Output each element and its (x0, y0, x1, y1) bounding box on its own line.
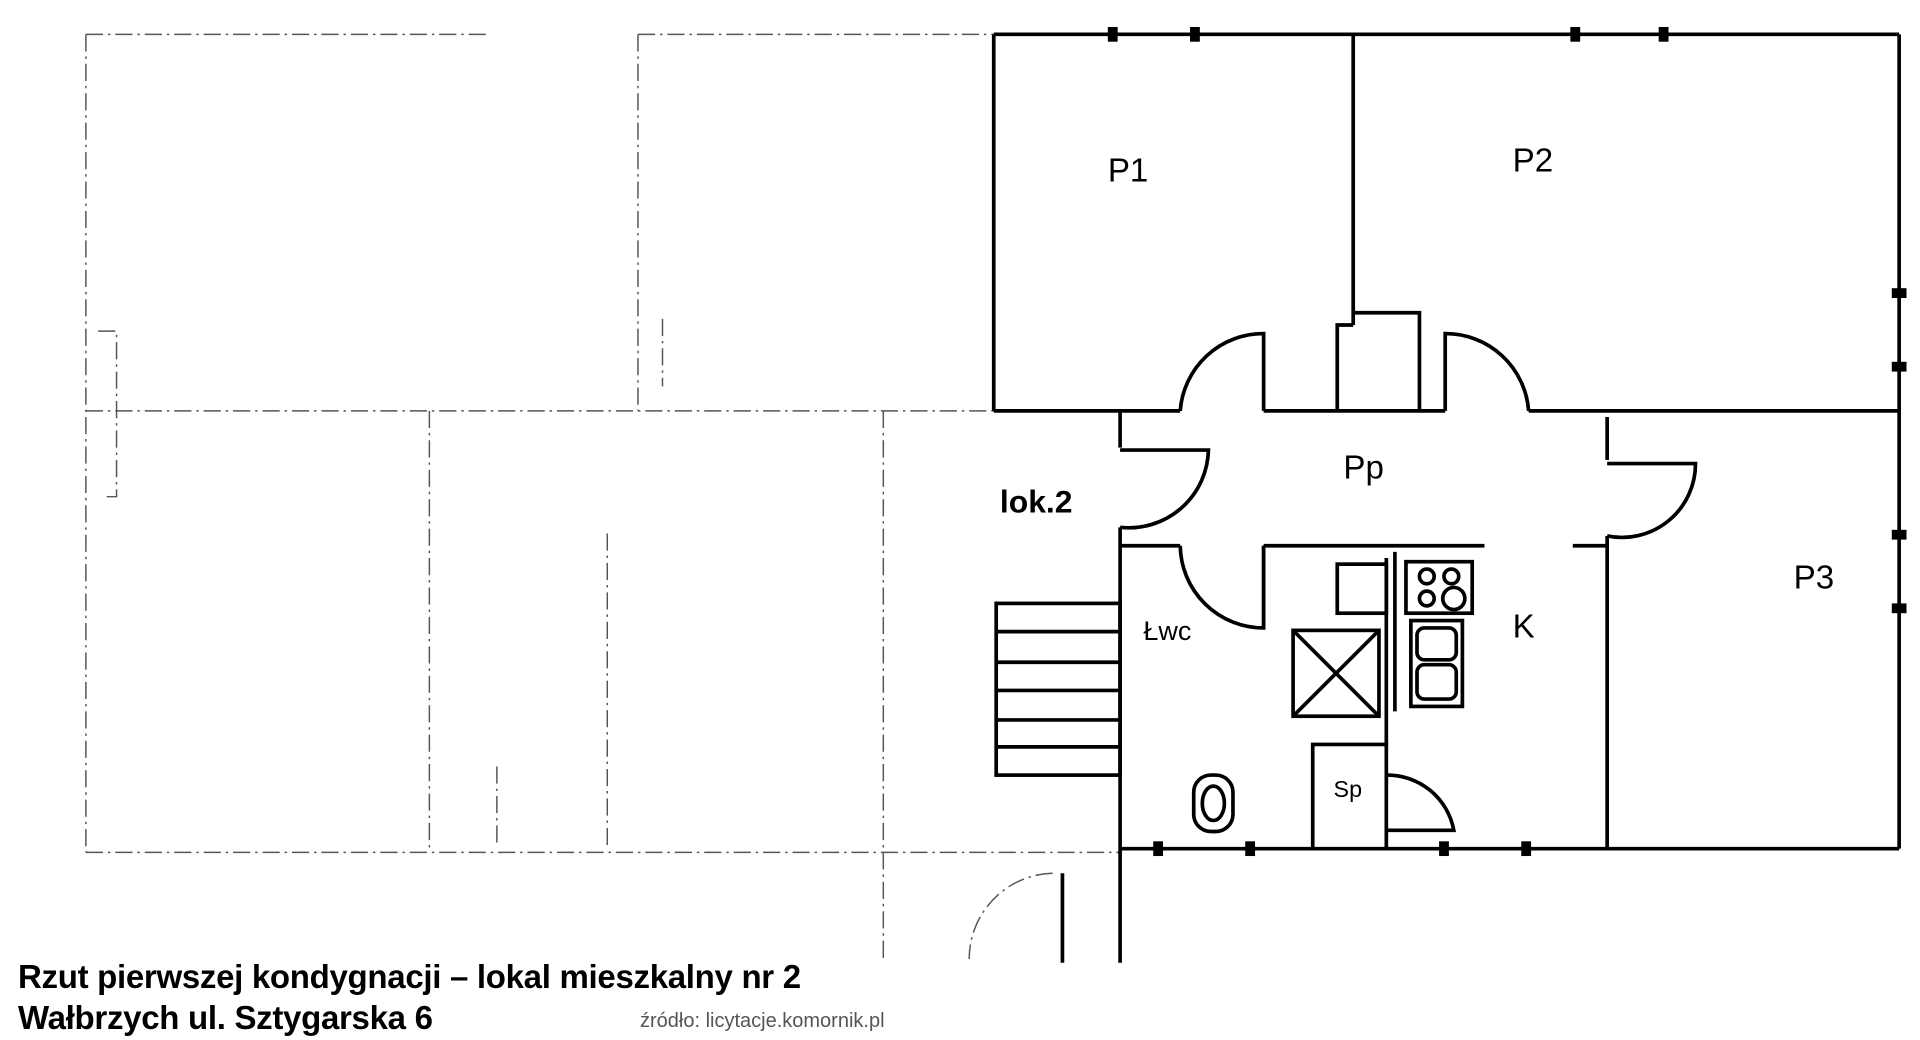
toilet-icon (1191, 773, 1235, 834)
stove-icon (1404, 559, 1475, 616)
window-mark (1439, 841, 1449, 857)
kitchen-fixtures (1291, 551, 1475, 719)
boiler-icon (1291, 628, 1381, 719)
plan-address: Wałbrzych ul. Sztygarska 6 (18, 999, 433, 1036)
window-mark (1190, 26, 1200, 42)
window-mark (1658, 26, 1669, 42)
window-mark (1107, 26, 1118, 42)
plan-title: Rzut pierwszej kondygnacji – lokal miesz… (18, 958, 801, 995)
room-label-p3: P3 (1794, 560, 1835, 597)
room-label-p2: P2 (1513, 143, 1554, 180)
doors (968, 331, 1698, 960)
room-label-k: K (1513, 609, 1535, 646)
window-mark (1153, 841, 1164, 857)
windows (1107, 26, 1907, 857)
room-label-pp: Pp (1343, 449, 1384, 486)
window-mark (1570, 26, 1581, 42)
double-sink-icon (1409, 618, 1465, 709)
unit-label: lok.2 (1000, 484, 1073, 520)
neighbour-outline (85, 33, 1121, 963)
window-mark (1521, 841, 1532, 857)
window-mark (1245, 841, 1256, 857)
stairs (994, 601, 1122, 777)
window-mark (1891, 529, 1907, 540)
room-label-sp: Sp (1334, 776, 1363, 802)
window-mark (1891, 603, 1907, 614)
window-mark (1891, 361, 1907, 372)
watermark: źródło: licytacje.komornik.pl (640, 1010, 885, 1032)
window-mark (1891, 288, 1907, 299)
room-label-lwc: Łwc (1143, 616, 1191, 646)
sink-icon (1335, 562, 1389, 616)
room-label-p1: P1 (1108, 153, 1149, 190)
